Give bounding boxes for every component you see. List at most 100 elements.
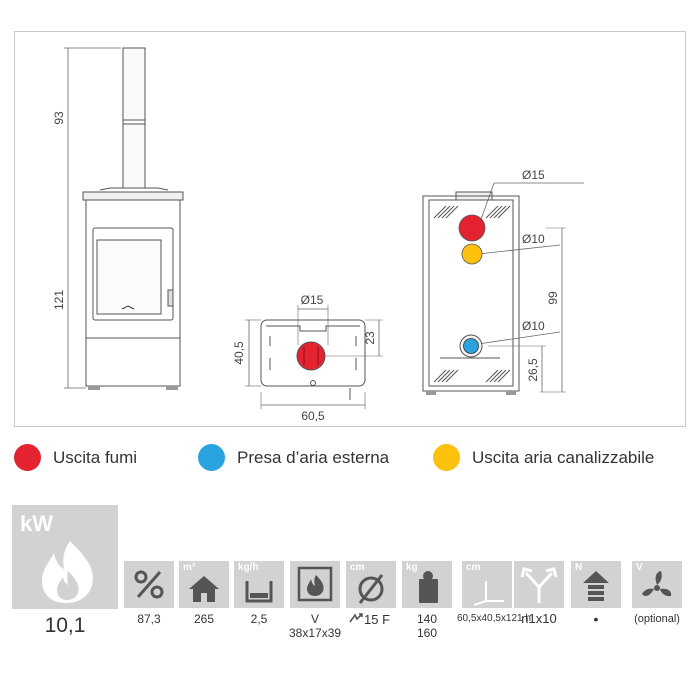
rear-diameter-low-label: Ø10 <box>522 319 545 333</box>
volume-unit: m³ <box>183 562 196 573</box>
spec-tile: V <box>632 561 682 608</box>
flue-outlet-circle <box>296 341 326 371</box>
fan-unit: V <box>636 562 643 573</box>
ventilation-value: • <box>593 611 599 627</box>
leader-line <box>477 331 561 345</box>
pellet-hopper-icon <box>245 581 273 603</box>
legend-dot <box>198 444 225 471</box>
spec-tile: kg/h <box>234 561 284 608</box>
spec-tile: kW <box>12 505 118 609</box>
stove-top-cap <box>99 187 169 191</box>
weight-icon <box>419 571 438 603</box>
power-unit: kW <box>20 511 53 536</box>
stove-foot <box>88 386 100 390</box>
rear-panel <box>428 199 514 387</box>
consumption-value: 2,5 <box>250 612 268 626</box>
spec-tile <box>124 561 174 608</box>
drawing-frame <box>14 31 686 427</box>
top-width-label: 60,5 <box>301 409 325 423</box>
power-value: 10,1 <box>44 614 86 637</box>
legend-dot <box>433 444 460 471</box>
air-outlets-value: n1x10 <box>521 611 557 626</box>
spec-tile: cm <box>346 561 396 608</box>
chimney-pipe <box>122 47 146 189</box>
rear-louvres <box>485 369 511 383</box>
stove-foot <box>166 386 178 390</box>
dimensions-unit: cm <box>466 562 481 573</box>
door-glass <box>96 239 162 315</box>
front-view <box>64 47 184 390</box>
top-view-connector <box>310 380 316 386</box>
rear-air-intake <box>463 338 479 354</box>
rear-bottom-label: 26,5 <box>526 358 540 382</box>
technical-drawings: 93 121 Ø15 60,5 40,5 23 <box>52 47 584 423</box>
house-icon <box>189 576 219 602</box>
spec-weight: kg 140 160 <box>402 561 452 640</box>
spec-dimensions: cm 60,5x40,5x121 h <box>457 561 531 626</box>
firebox-value-line2: 38x17x39 <box>289 626 342 640</box>
dimensions-value: 60,5x40,5x121 h <box>457 613 531 624</box>
flue-value: 15 F <box>346 612 396 627</box>
firebox-value-line1: V <box>310 612 319 626</box>
spec-consumption: kg/h 2,5 <box>234 561 284 626</box>
firebox-icon <box>297 566 333 602</box>
spec-tile: kg <box>402 561 452 608</box>
spec-firebox: V 38x17x39 <box>289 561 341 640</box>
percent-icon <box>134 570 164 599</box>
flame-icon <box>42 541 93 603</box>
top-view-flue-outlet <box>296 341 326 371</box>
spec-tile <box>290 561 340 608</box>
leader-line <box>477 244 561 255</box>
consumption-unit: kg/h <box>238 562 259 573</box>
legend-item-flue-outlet: Uscita fumi <box>14 444 137 471</box>
spec-tile: m³ <box>179 561 229 608</box>
legend-label: Uscita aria canalizzabile <box>472 447 655 467</box>
top-depth-label: 40,5 <box>232 341 246 365</box>
chimney-height-label: 93 <box>52 111 66 125</box>
spec-ventilation: N • <box>571 561 621 626</box>
top-view <box>245 305 383 409</box>
flue-unit: cm <box>350 562 365 573</box>
rear-foot <box>506 391 516 395</box>
fan-value: (optional) <box>634 613 680 625</box>
ventilation-unit: N <box>575 562 583 573</box>
rear-body <box>422 195 520 392</box>
top-diameter-label: Ø15 <box>301 293 324 307</box>
rear-louvres <box>433 369 459 383</box>
legend-item-air-intake: Presa d’aria esterna <box>198 444 389 471</box>
rear-diameter-mid-label: Ø10 <box>522 232 545 246</box>
diameter-icon <box>358 574 384 604</box>
door-handle <box>167 289 174 307</box>
rear-louvres <box>485 205 511 219</box>
top-offset-label: 23 <box>363 331 377 345</box>
spec-tile <box>514 561 564 608</box>
spec-efficiency: 87,3 <box>124 561 174 626</box>
efficiency-value: 87,3 <box>137 612 161 626</box>
weight-value-line1: 140 <box>416 612 438 626</box>
spec-air-outlets: n1x10 <box>514 561 564 626</box>
rear-height-label: 99 <box>546 291 560 305</box>
stove-body <box>85 199 181 387</box>
legend-item-ducted-air: Uscita aria canalizzabile <box>433 444 654 471</box>
weight-unit: kg <box>406 562 418 573</box>
flue-arrow-icon <box>348 612 364 627</box>
spec-tile: cm <box>462 561 512 608</box>
rear-foot <box>426 391 436 395</box>
spec-heating-volume: m³ 265 <box>179 561 229 626</box>
ventilation-icon <box>583 571 609 601</box>
flue-value-text: 15 F <box>364 612 391 627</box>
top-view-rim <box>266 325 360 332</box>
weight-value-line2: 160 <box>416 626 438 640</box>
stove-top <box>82 191 184 201</box>
rear-diameter-top-label: Ø15 <box>522 168 545 182</box>
volume-value: 265 <box>193 612 215 626</box>
fan-icon <box>642 571 672 597</box>
spec-power: kW 10,1 <box>12 505 118 637</box>
spec-flue: cm 15 F <box>346 561 396 627</box>
rear-flue-outlet <box>458 214 486 242</box>
legend-label: Presa d’aria esterna <box>237 447 390 467</box>
spec-fan: V (optional) <box>624 561 690 626</box>
rear-air-outlet <box>461 243 483 265</box>
stove-door <box>92 227 174 321</box>
spec-tile: N <box>571 561 621 608</box>
